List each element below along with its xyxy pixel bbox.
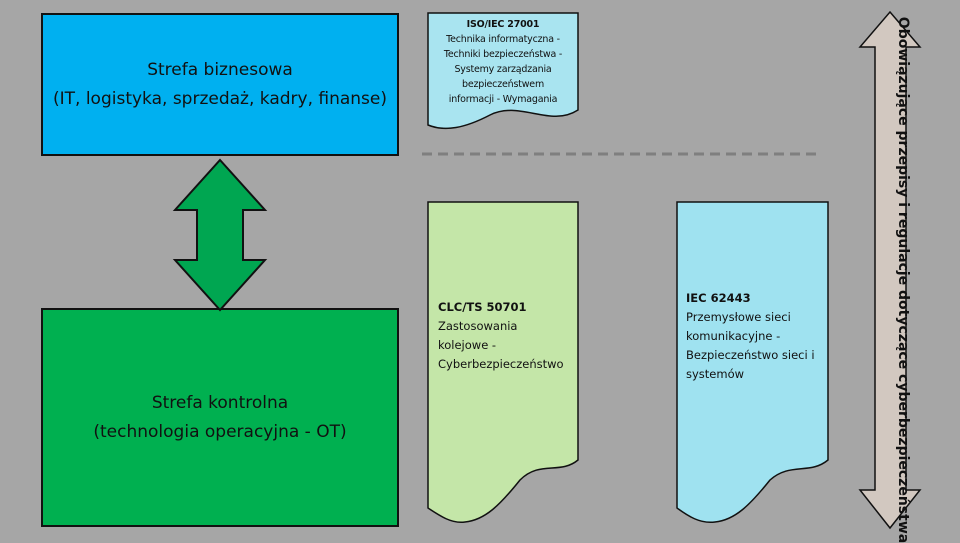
- control-zone-subtitle: (technologia operacyjna - OT): [93, 421, 347, 442]
- iso-line: Techniki bezpieczeństwa -: [443, 49, 563, 60]
- iec-line: systemów: [686, 367, 745, 381]
- iso-line: informacji - Wymagania: [448, 94, 558, 105]
- business-zone-subtitle: (IT, logistyka, sprzedaż, kadry, finanse…: [52, 88, 388, 109]
- business-zone-title: Strefa biznesowa: [147, 59, 293, 80]
- clc-line: kolejowe -: [438, 338, 497, 352]
- iso-title: ISO/IEC 27001: [466, 19, 540, 30]
- clc-document-shape: [427, 201, 579, 524]
- clc-document-text: CLC/TS 50701 Zastosowania kolejowe - Cyb…: [438, 298, 578, 374]
- iso-line: Systemy zarządzania: [454, 64, 552, 75]
- control-zone-box: Strefa kontrolna (technologia operacyjna…: [41, 308, 399, 527]
- iec-line: komunikacyjne -: [686, 329, 781, 343]
- iso-line: bezpieczeństwem: [462, 79, 544, 90]
- iec-line: Bezpieczeństwo sieci i: [686, 348, 815, 362]
- clc-line: Cyberbezpieczeństwo: [438, 357, 564, 371]
- control-zone-title: Strefa kontrolna: [151, 392, 289, 413]
- iec-document-text: IEC 62443 Przemysłowe sieci komunikacyjn…: [686, 289, 831, 384]
- vertical-double-arrow: [858, 10, 922, 530]
- clc-line: Zastosowania: [438, 319, 518, 333]
- iso-document-shape: [427, 12, 579, 130]
- clc-title: CLC/TS 50701: [438, 300, 527, 314]
- business-zone-box: Strefa biznesowa (IT, logistyka, sprzeda…: [41, 13, 399, 156]
- regulations-arrow-label: Obowiązujące przepisy i regulacje dotycz…: [895, 16, 911, 543]
- iec-title: IEC 62443: [686, 291, 751, 305]
- iec-document-shape: [676, 201, 829, 524]
- iso-document-text: ISO/IEC 27001 Technika informatyczna - T…: [428, 17, 578, 107]
- iec-line: Przemysłowe sieci: [686, 310, 791, 324]
- iso-line: Technika informatyczna -: [446, 34, 560, 45]
- double-arrow-connector: [172, 158, 268, 312]
